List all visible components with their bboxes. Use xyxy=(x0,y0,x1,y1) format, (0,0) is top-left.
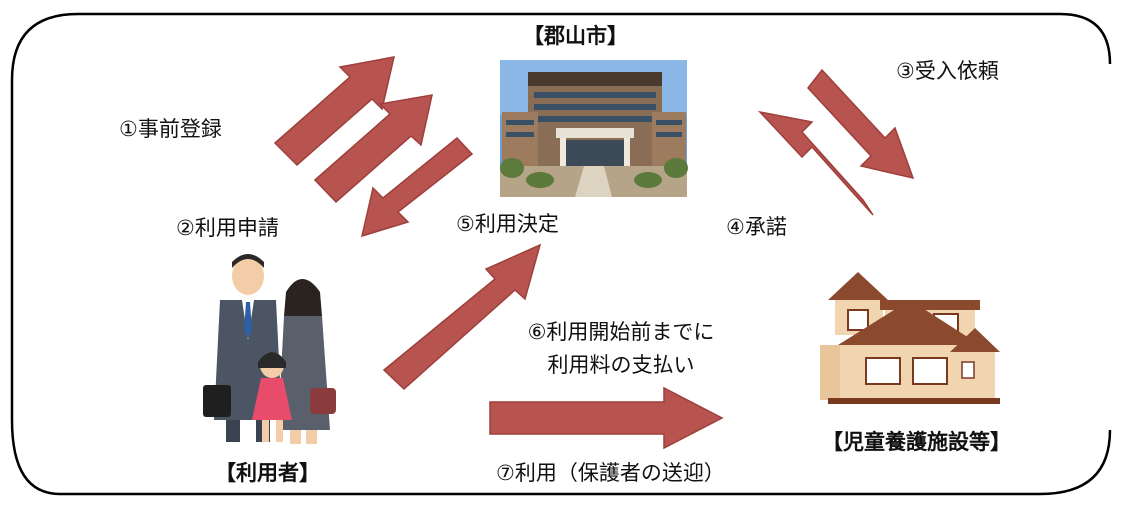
arrow-step4 xyxy=(757,110,874,216)
step6-label: ⑥利用開始前までに 利用料の支払い xyxy=(528,316,715,382)
step4-label: ④承諾 xyxy=(726,215,787,239)
city-hall-image xyxy=(500,60,688,197)
user-family-illustration xyxy=(203,254,336,444)
diagram-frame-bottom xyxy=(10,419,1112,496)
arrow-step7 xyxy=(489,386,724,450)
arrow-step6 xyxy=(382,243,542,391)
step5-label: ⑤利用決定 xyxy=(456,212,559,236)
user-node-label: 【利用者】 xyxy=(215,461,320,485)
arrow-step5 xyxy=(360,136,474,238)
step1-label: ①事前登録 xyxy=(119,117,222,141)
step2-label: ②利用申請 xyxy=(176,216,279,240)
facility-house-illustration xyxy=(820,272,1000,404)
arrow-step1 xyxy=(273,56,395,167)
diagram-frame xyxy=(10,12,1112,420)
arrow-step3 xyxy=(807,68,915,180)
step6-label-line1: ⑥利用開始前までに xyxy=(527,320,715,344)
city-node-label: 【郡山市】 xyxy=(523,24,628,48)
facility-node-label: 【児童養護施設等】 xyxy=(822,430,1011,454)
step6-label-line2: 利用料の支払い xyxy=(547,353,695,377)
step3-label: ③受入依頼 xyxy=(896,59,999,83)
step7-label: ⑦利用（保護者の送迎） xyxy=(496,461,725,485)
arrow-step2 xyxy=(313,94,433,204)
